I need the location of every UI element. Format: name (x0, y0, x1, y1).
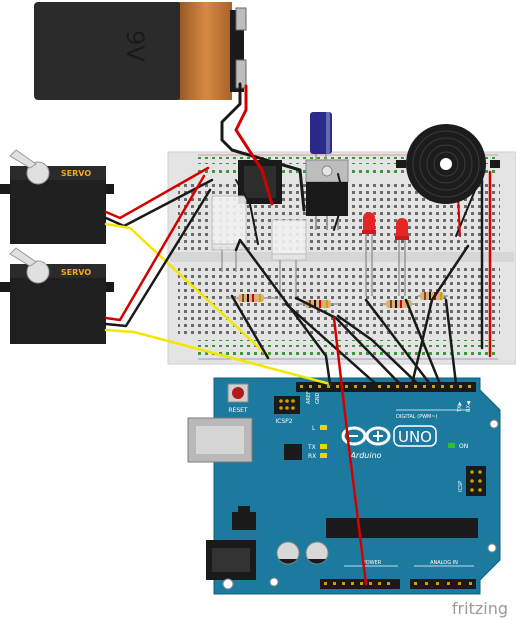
wire-servo-1-signal (104, 222, 270, 358)
l-led (320, 425, 327, 430)
battery-9v: 9V (34, 2, 247, 100)
servo-2-label: SERVO (61, 268, 91, 277)
wire-transistor (333, 173, 345, 231)
wire-buzzer-power (457, 195, 461, 237)
uno-badge (393, 425, 437, 447)
aref-label: AREF (306, 391, 312, 404)
piezo-buzzer (396, 124, 500, 204)
rx-led-label: RX (308, 453, 316, 460)
arduino-brand-label: Arduino (349, 451, 381, 460)
icsp2-header (274, 396, 300, 414)
red-led-1 (362, 212, 376, 296)
wire-regulator (235, 179, 259, 245)
wire-servo-2-signal (104, 328, 332, 386)
servo-2: SERVO (0, 247, 114, 344)
wire-servo-2-ground (104, 188, 212, 328)
wire-red-led-1 (364, 298, 432, 386)
voltage-regulator (232, 512, 256, 530)
rx-pin-label: RX◀ (466, 401, 472, 412)
wire-rgb-2 (294, 296, 402, 386)
wire-arduino-5v (332, 316, 368, 586)
red-led-2 (395, 218, 409, 296)
rx-led (320, 453, 327, 458)
wire-battery-negative (220, 82, 306, 212)
servo-horn-icon (26, 260, 50, 284)
tx-pin-label: TX▶ (457, 402, 463, 413)
rgb-led-1 (211, 195, 247, 272)
wires (104, 82, 492, 586)
battery-label: 9V (121, 30, 149, 62)
icsp-label: ICSP (458, 481, 464, 492)
on-led (448, 443, 455, 448)
arduino-logo-icon (341, 426, 391, 446)
analog-in-label: ANALOG IN (430, 560, 458, 566)
arduino-uno-board: RESET ICSP2 AREF GND DIGITAL (PWM~) TX▶ … (187, 377, 501, 595)
wire-servo-2-power (104, 174, 206, 322)
wire-led-1 (230, 294, 270, 360)
servo-1-label: SERVO (61, 169, 91, 178)
analog-header (410, 579, 476, 589)
battery-terminal-positive (235, 7, 247, 31)
capacitor-1 (276, 541, 300, 565)
servo-1: SERVO (0, 149, 114, 244)
servo-horn-icon (26, 161, 50, 185)
wire-rgb-1 (284, 302, 378, 386)
wire-buzzer (410, 244, 470, 386)
gnd-label: GND (315, 392, 321, 404)
wire-rgb-3 (336, 314, 420, 386)
capacitor-2 (305, 541, 329, 565)
wire-battery-positive (234, 84, 274, 206)
tx-led (320, 444, 327, 449)
tx-led-label: TX (307, 444, 316, 451)
icsp-header (466, 466, 486, 496)
reset-label: RESET (228, 407, 248, 414)
uno-label: UNO (398, 428, 432, 446)
digital-pwm-label: DIGITAL (PWM~) (396, 414, 438, 420)
fritzing-watermark: fritzing (452, 599, 508, 618)
wire-resistor-4 (444, 298, 458, 386)
power-label: POWER (363, 560, 382, 566)
atmega-chip (326, 518, 478, 538)
icsp2-label: ICSP2 (275, 418, 292, 425)
digital-header (296, 382, 476, 392)
wire-servo-1-power (104, 166, 210, 220)
wire-led-2 (234, 238, 332, 386)
l-led-label: L (312, 425, 316, 432)
usb-chip (284, 444, 302, 460)
on-led-label: ON (459, 443, 468, 450)
